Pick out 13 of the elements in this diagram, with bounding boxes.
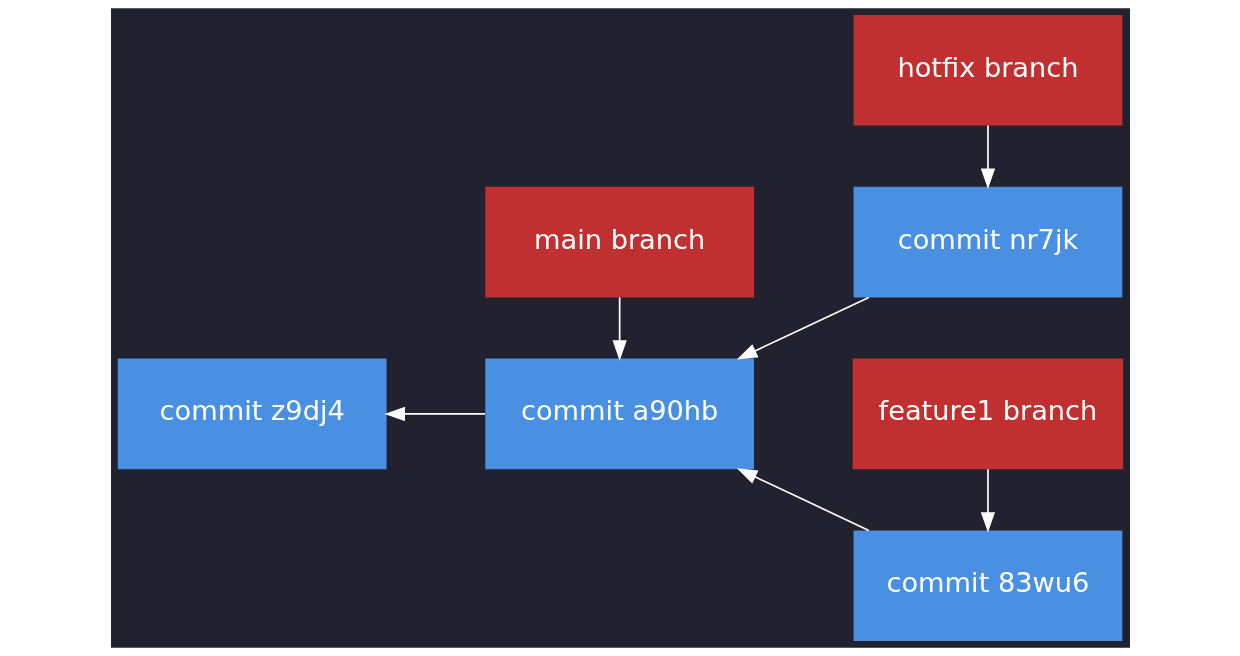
arrow <box>736 296 870 360</box>
node-box: main branch <box>484 186 754 298</box>
node-box: feature1 branch <box>852 358 1123 470</box>
arrow <box>384 406 486 422</box>
node-box: commit 83wu6 <box>853 530 1122 641</box>
node-box: hotfix branch <box>853 15 1122 126</box>
node-box: commit a90hb <box>484 358 754 470</box>
node-box: commit z9dj4 <box>117 358 387 470</box>
arrow <box>736 468 870 532</box>
arrow <box>612 296 627 361</box>
node-box: commit nr7jk <box>853 186 1122 298</box>
arrow <box>980 468 995 533</box>
arrow <box>980 124 995 189</box>
